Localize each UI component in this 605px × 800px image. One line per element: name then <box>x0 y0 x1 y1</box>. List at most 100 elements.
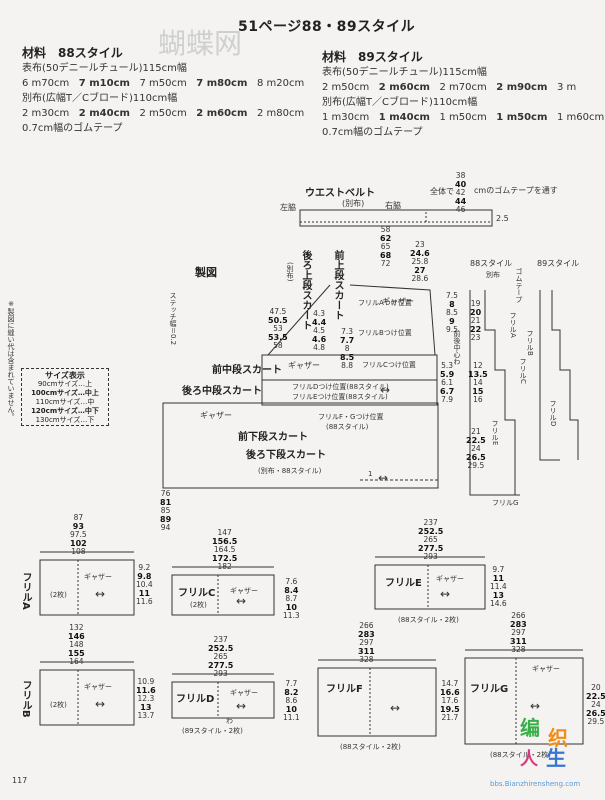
fd-t4: 293 <box>213 669 228 678</box>
fg-t3: 311 <box>510 636 527 646</box>
fb-t4: 164 <box>69 657 84 666</box>
frillC-count: (2枚) <box>190 601 207 609</box>
fc-s1: 8.4 <box>284 585 299 595</box>
fn1-0: 7.5 <box>446 291 458 300</box>
rn-2: 25.8 <box>411 257 429 266</box>
fd-t1: 252.5 <box>208 643 234 653</box>
bn-2: 85 <box>160 506 171 515</box>
upper-front-label: 前上段スカート <box>332 250 343 320</box>
ln-0: 47.5 <box>269 307 287 316</box>
ff-t1: 283 <box>358 629 375 639</box>
logo-char-4: 人 <box>520 749 538 770</box>
m88-l4-p0: 2 m30cm <box>22 108 70 119</box>
fa-s3: 11 <box>138 588 150 598</box>
wb-top-4: 46 <box>455 205 466 214</box>
page-title: 51ページ88・89スタイル <box>238 19 416 35</box>
materials-88-line1: 表布(50デニールチュール)115cm幅 <box>22 63 187 74</box>
fa-t1: 93 <box>72 521 84 531</box>
mn-2: 4.5 <box>313 326 326 335</box>
mn-0: 4.3 <box>313 309 326 318</box>
size-legend-box: サイズ表示 90cmサイズ…上 100cmサイズ…中上 110cmサイズ…中 1… <box>21 368 109 426</box>
m88-l4-p2: 2 m50cm <box>139 108 187 119</box>
waistbelt-left: 左脇 <box>280 203 296 212</box>
sna-4: 23 <box>470 333 481 342</box>
fg-t2: 297 <box>511 628 526 637</box>
svg-text:↔: ↔ <box>236 594 246 608</box>
ff-s3: 19.5 <box>440 704 460 714</box>
m89-l4-p1: 1 m40cm <box>378 112 430 123</box>
style-gomu: ゴムテープ <box>515 268 523 303</box>
style-frill-g: フリルG <box>492 499 519 507</box>
svg-text:↔: ↔ <box>95 697 105 711</box>
snb-3: 15 <box>472 386 484 396</box>
m89-l2-p4: 3 m <box>556 82 577 93</box>
m88-l2-p2: 7 m50cm <box>139 78 187 89</box>
page-number: 117 <box>12 776 28 785</box>
fc-t2: 164.5 <box>213 545 236 554</box>
materials-88-title: 材料 88スタイル <box>22 46 123 60</box>
frillA-gather: ギャザー <box>84 573 112 581</box>
fe-t0: 237 <box>423 518 438 527</box>
frillG-label: フリルG <box>470 684 509 695</box>
fe-s4: 14.6 <box>490 599 507 608</box>
fb-s0: 10.9 <box>137 677 155 686</box>
fn1-4: 9.5 <box>446 325 458 334</box>
left-nums: 47.5 50.5 53 53.5 58 <box>268 307 288 351</box>
m89-l2-p0: 2 m50cm <box>322 82 370 93</box>
materials-89-line4: 1 m30cm 1 m40cm 1 m50cm 1 m50cm 1 m60cm <box>322 110 604 125</box>
frillB-label: フリルB <box>20 680 31 718</box>
fa-s2: 10.4 <box>136 580 153 589</box>
fb-t3: 155 <box>68 648 85 658</box>
snb-2: 14 <box>473 378 483 387</box>
wb-top-2: 42 <box>455 188 466 197</box>
style-frill-d: フリルD <box>549 400 557 427</box>
frillD-wa: わ <box>226 717 233 725</box>
ff-s2: 17.6 <box>441 696 459 705</box>
frillA-label: フリルA <box>20 572 31 610</box>
fc-s2: 8.7 <box>285 594 298 603</box>
snc-1: 22.5 <box>466 435 486 445</box>
frillF-count: (88スタイル・2枚) <box>340 743 401 751</box>
fa-t2: 97.5 <box>70 530 87 539</box>
frillB-count: (2枚) <box>50 701 67 709</box>
waistbelt-whole: 全体で <box>430 187 454 196</box>
fd-s0: 7.7 <box>285 679 298 688</box>
snc-3: 26.5 <box>466 452 486 462</box>
gather-mid: ギャザー <box>288 361 320 370</box>
frillE-side-nums: 9.7 11 11.4 13 14.6 <box>490 565 507 609</box>
ln-2: 53 <box>273 324 283 333</box>
frillFG-pos: フリルF・Gつけ位置 <box>318 413 384 421</box>
mn-4: 4.8 <box>313 343 326 352</box>
ln-3: 53.5 <box>268 332 288 342</box>
fe-t3: 277.5 <box>418 543 444 553</box>
fc-t1: 156.5 <box>212 536 238 546</box>
fa-s0: 9.2 <box>138 563 151 572</box>
frillC-pos: フリルCつけ位置 <box>362 361 416 369</box>
fb-s2: 12.3 <box>137 694 155 703</box>
fn1-3: 9 <box>449 316 455 326</box>
wb-bot-3: 68 <box>380 250 392 260</box>
m89-l4-p2: 1 m50cm <box>439 112 487 123</box>
mn-1: 4.4 <box>312 317 327 327</box>
wb-top-3: 44 <box>455 196 467 206</box>
snb-0: 12 <box>473 361 483 370</box>
frillE-top-nums: 237 252.5 265 277.5 293 <box>418 518 444 562</box>
ln-1: 50.5 <box>268 315 288 325</box>
svg-text:↔: ↔ <box>440 587 450 601</box>
style-nums-c: 21 22.5 24 26.5 29.5 <box>466 427 486 471</box>
fc-s0: 7.6 <box>285 577 298 586</box>
sna-2: 21 <box>470 316 481 325</box>
ff-t4: 328 <box>359 655 374 664</box>
materials-89-block: 材料 89スタイル 表布(50デニールチュール)115cm幅 2 m50cm 2… <box>322 48 604 140</box>
waistbelt-top-nums: 38 40 42 44 46 <box>455 171 467 215</box>
mn-3: 4.6 <box>312 334 327 344</box>
m88-l2-p0: 6 m70cm <box>22 78 70 89</box>
materials-89-line2: 2 m50cm 2 m60cm 2 m70cm 2 m90cm 3 m <box>322 80 604 95</box>
frillC-top-nums: 147 156.5 164.5 172.5 182 <box>212 528 238 572</box>
materials-88-line2: 6 m70cm 7 m10cm 7 m50cm 7 m80cm 8 m20cm <box>22 76 304 91</box>
fn2-0: 7.3 <box>341 327 354 336</box>
frillC-side-nums: 7.6 8.4 8.7 10 11.3 <box>283 577 300 621</box>
logo-char-3: 生 <box>546 746 566 770</box>
fg-t4: 328 <box>511 645 526 654</box>
ff-t3: 311 <box>358 646 375 656</box>
